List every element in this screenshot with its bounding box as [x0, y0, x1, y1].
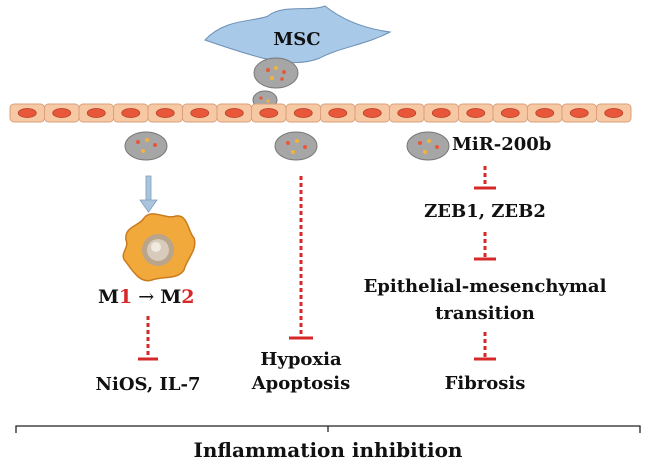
msc-cell: [204, 5, 392, 64]
cell-nucleus: [121, 108, 141, 118]
inhibit-left: [138, 316, 158, 361]
inhibit-right-2: [474, 232, 496, 261]
cell-nucleus: [190, 108, 210, 118]
inflammation-inhibition-label: Inflammation inhibition: [193, 438, 463, 462]
emt-label-line2: transition: [435, 303, 535, 324]
cell-nucleus: [293, 108, 313, 118]
nios-il7-label: NiOS, IL-7: [95, 374, 201, 395]
cell-nucleus: [17, 108, 37, 118]
right-arrow-icon: →: [138, 286, 155, 308]
cell-nucleus: [86, 108, 106, 118]
inhibit-right-3: [474, 332, 496, 361]
vesicle-left: [124, 131, 168, 161]
down-arrow-icon: [139, 175, 158, 213]
cell-nucleus: [604, 108, 624, 118]
apoptosis-label: Apoptosis: [251, 373, 351, 394]
m1-number: 1: [119, 286, 133, 308]
cell-nucleus: [397, 108, 417, 118]
vesicle-msc: [253, 57, 299, 89]
mir-200b-label: MiR-200b: [452, 134, 552, 155]
m2-number: 2: [181, 286, 195, 308]
m1-letter: M: [98, 286, 120, 308]
emt-label-line1: Epithelial-mesenchymal: [363, 276, 607, 297]
cell-nucleus: [259, 108, 279, 118]
cell-nucleus: [431, 108, 451, 118]
cell-nucleus: [500, 108, 520, 118]
cell-nucleus: [52, 108, 72, 118]
cell-nucleus: [224, 108, 244, 118]
inhibit-right-1: [474, 166, 496, 190]
cell-nucleus: [362, 108, 382, 118]
bottom-bracket: [15, 425, 641, 433]
m1-m2-label: M1→M2: [98, 286, 194, 308]
vesicle-right: [406, 131, 450, 161]
cell-nucleus: [535, 108, 555, 118]
fibrosis-label: Fibrosis: [444, 373, 526, 394]
epithelial-layer: [9, 103, 632, 123]
cell-nucleus: [569, 108, 589, 118]
msc-label: MSC: [273, 29, 321, 50]
inhibit-middle: [289, 176, 313, 340]
vesicle-middle: [274, 131, 318, 161]
zeb-label: ZEB1, ZEB2: [424, 201, 546, 222]
cell-nucleus: [155, 108, 175, 118]
m2-letter: M: [160, 286, 182, 308]
hypoxia-label: Hypoxia: [260, 349, 342, 370]
cell-nucleus: [466, 108, 486, 118]
cell-nucleus: [328, 108, 348, 118]
macrophage-icon: [122, 213, 196, 282]
